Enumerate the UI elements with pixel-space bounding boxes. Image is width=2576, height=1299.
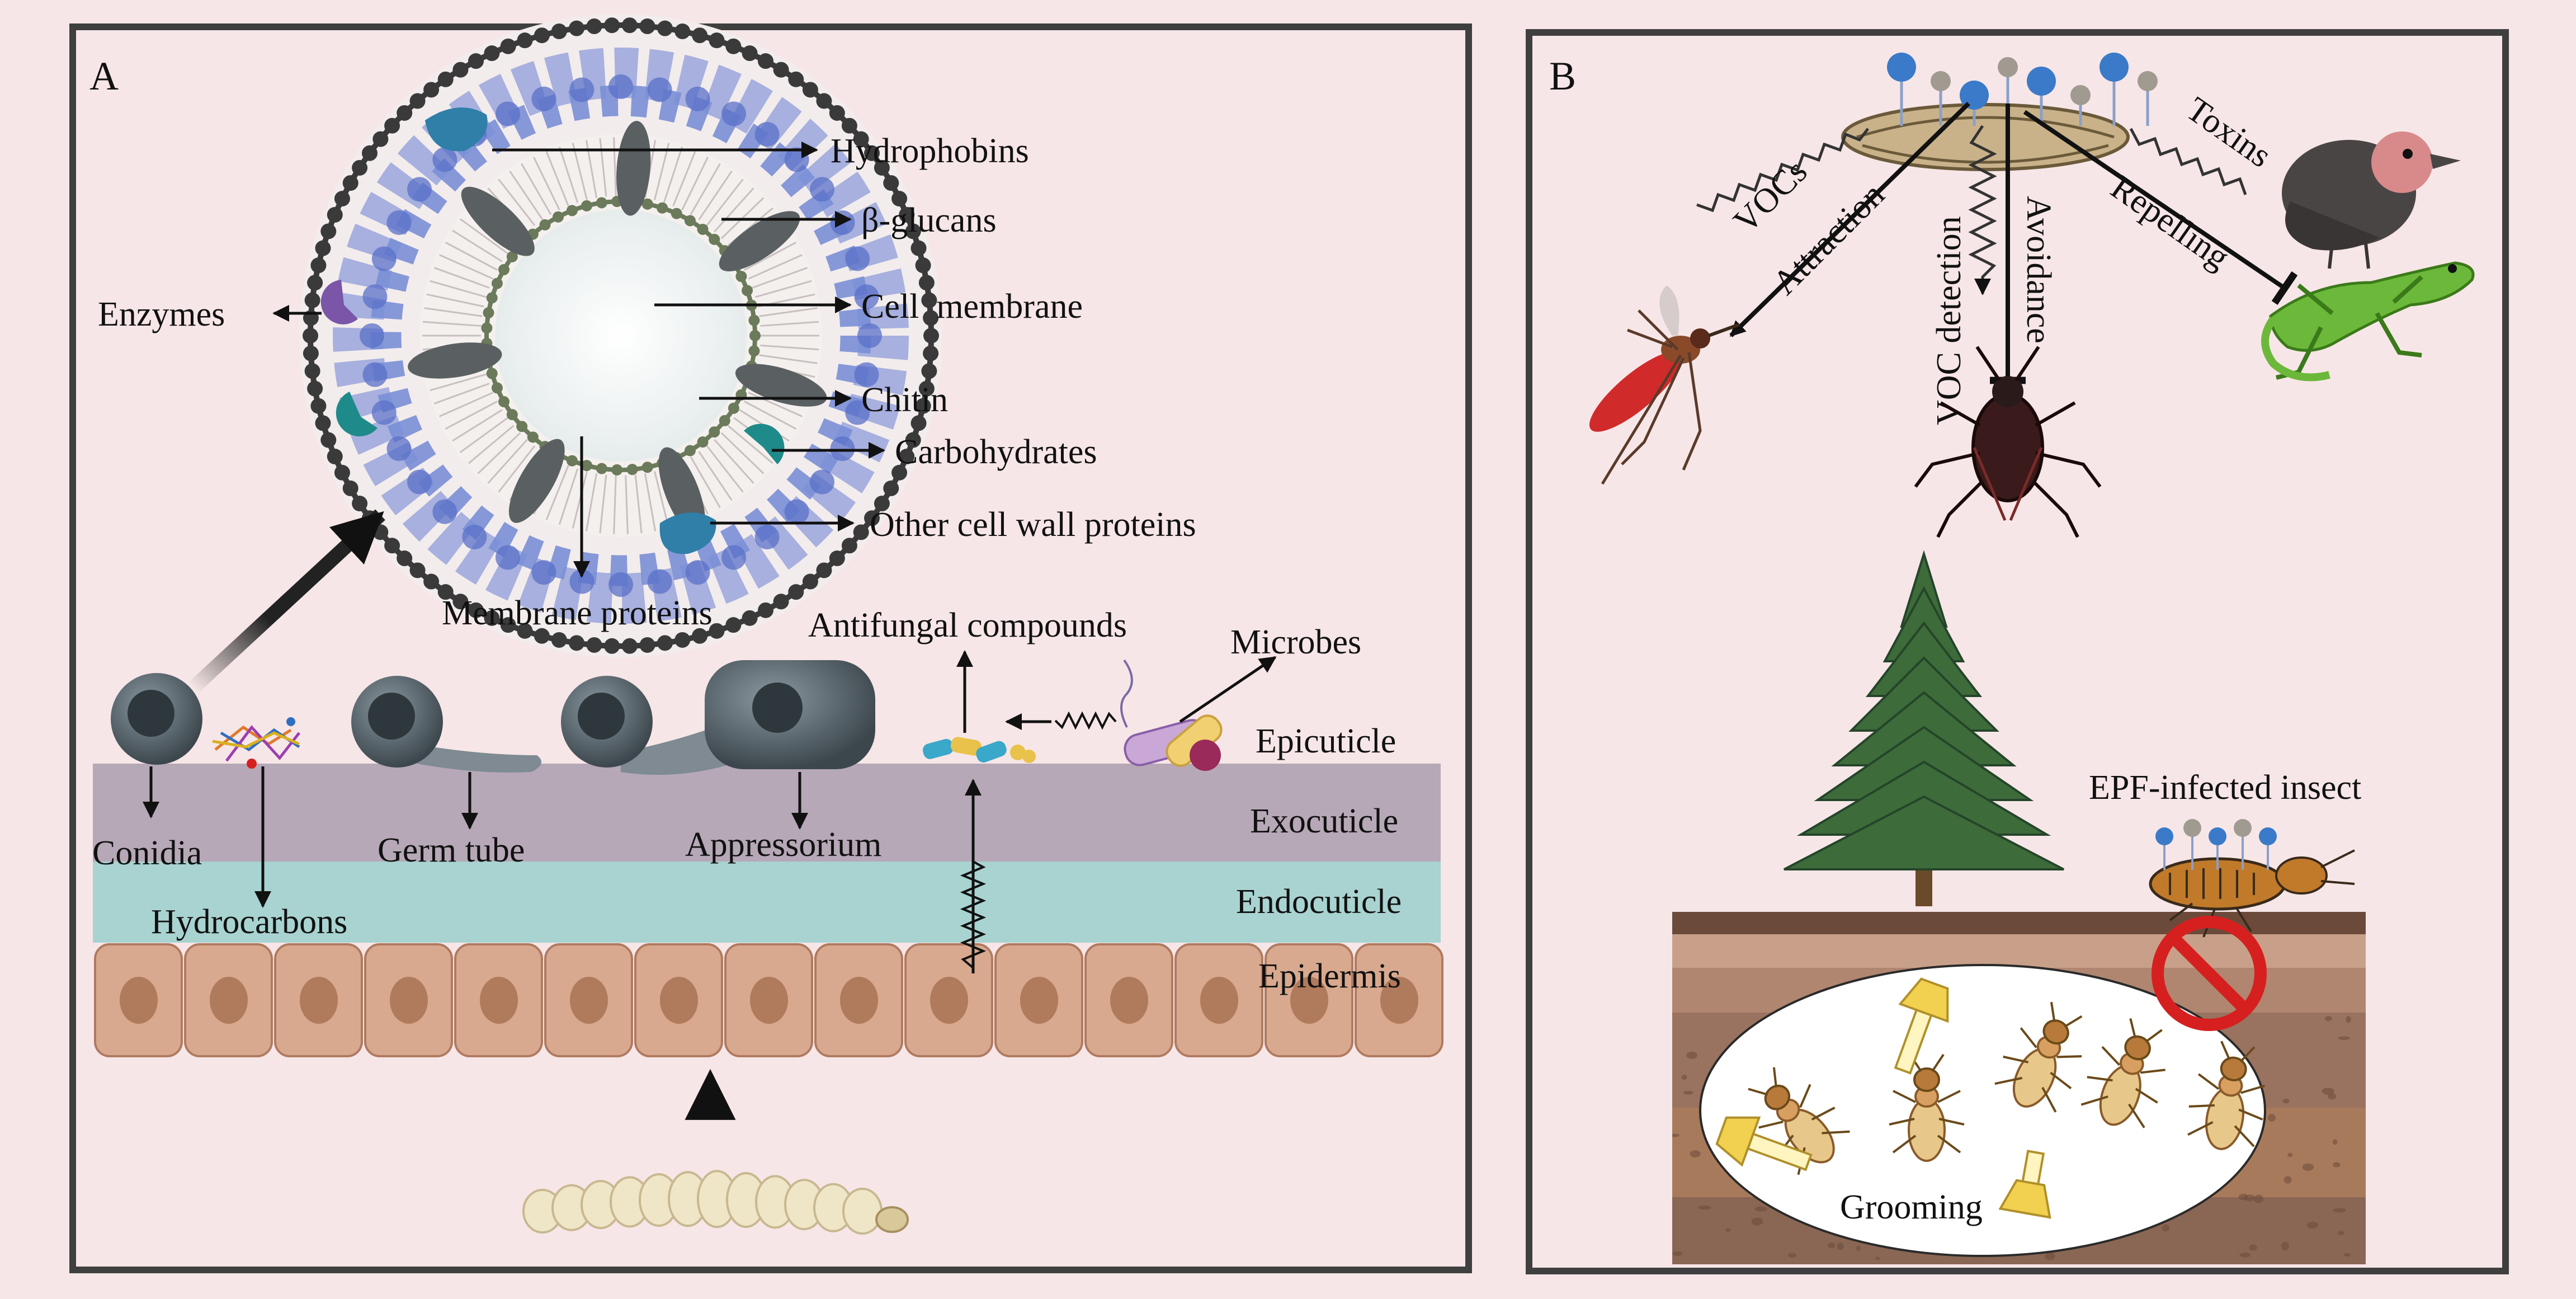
- endocuticle-layer: [93, 862, 1441, 943]
- cell-nucleus: [840, 977, 878, 1024]
- mosquito-icon: [1589, 285, 1740, 485]
- cell-wall-leaders: [272, 142, 885, 578]
- repelling-label: Repelling: [2104, 168, 2236, 277]
- carbohydrate-shape-left: [336, 392, 378, 437]
- cell-nucleus: [1110, 977, 1148, 1024]
- epicuticle-label: Epicuticle: [1256, 722, 1396, 760]
- cell-nucleus: [570, 977, 608, 1024]
- toxins-label: Toxins: [2179, 90, 2278, 175]
- cell-nucleus: [930, 977, 968, 1024]
- no-entry-icon: [2152, 916, 2267, 1031]
- hydrophobins-label: Hydrophobins: [831, 132, 1029, 170]
- membrane-proteins-label: Membrane proteins: [442, 594, 713, 632]
- epidermis-label: Epidermis: [1258, 957, 1401, 995]
- hydrophobin-shape: [425, 107, 488, 152]
- exocuticle-layer: [93, 764, 1441, 862]
- termite-icon: [1994, 1001, 2083, 1113]
- enzymes-label: Enzymes: [98, 295, 225, 333]
- appressorium-icon: [561, 660, 875, 775]
- cell-nucleus: [1200, 977, 1238, 1024]
- germ-tube-icon: [351, 676, 541, 773]
- panel-a: A: [69, 14, 1472, 1273]
- conidium-icon: [111, 673, 202, 765]
- panel-a-label: A: [89, 54, 119, 98]
- cuticle-layers: [93, 764, 1443, 1057]
- grooming-label: Grooming: [1840, 1188, 1983, 1226]
- hydrocarbons-label: Hydrocarbons: [151, 903, 347, 941]
- cell-nucleus: [210, 977, 248, 1024]
- bird-icon: [2282, 131, 2461, 269]
- cell-wall-diagram: [299, 14, 942, 657]
- grooming-brush-icons: [1715, 977, 2051, 1219]
- cell-nucleus: [750, 977, 788, 1024]
- microbes-label: Microbes: [1230, 623, 1361, 661]
- other-protein-shape: [659, 512, 716, 554]
- appressorium-label: Appressorium: [685, 826, 881, 864]
- cell-nucleus: [1380, 977, 1418, 1024]
- epidermis-cells: [94, 943, 1443, 1057]
- termite-icon: [2187, 1041, 2265, 1150]
- infected-cadaver-icon: [1841, 53, 2158, 171]
- carbohydrate-shape-right: [744, 423, 785, 464]
- epf-insect-label: EPF-infected insect: [2089, 769, 2361, 807]
- carbohydrates-label: Carbohydrates: [895, 433, 1097, 471]
- termite-icon: [1889, 1053, 1965, 1162]
- cell-nucleus: [390, 977, 428, 1024]
- exocuticle-label: Exocuticle: [1250, 802, 1398, 840]
- chitin-label: Chitin: [861, 381, 948, 419]
- bug-icon: [1914, 346, 2102, 538]
- panel-a-border: [69, 23, 1472, 1273]
- conidia-label: Conidia: [92, 834, 202, 872]
- antifungal-label: Antifungal compounds: [808, 606, 1127, 644]
- panel-b-border: [1526, 29, 2509, 1274]
- grooming-chamber: [1699, 964, 2266, 1257]
- termite-group: [1748, 1001, 2265, 1175]
- panel-b-signal-waves: [1696, 125, 2247, 295]
- panel-b: B VOCs Attraction VOC detection Avoidanc…: [1526, 29, 2509, 1274]
- panel-b-interaction-lines: [1729, 102, 2298, 384]
- cell-nucleus: [120, 977, 158, 1024]
- germ-tube-label: Germ tube: [378, 831, 525, 869]
- membrane-protein-blobs: [408, 121, 827, 537]
- antifungal-compound-icon: [922, 737, 1036, 763]
- avoidance-label: Avoidance: [2020, 196, 2058, 343]
- outer-lipid-beads: [303, 17, 939, 654]
- voc-detection-label: VOC detection: [1930, 216, 1968, 425]
- zoom-arrow: [188, 509, 385, 694]
- cell-nucleus: [480, 977, 518, 1024]
- cell-membrane-label: Cell membrane: [861, 288, 1083, 326]
- lizard-icon: [2261, 261, 2475, 382]
- cell-nucleus: [300, 977, 338, 1024]
- termite-icon: [2080, 1018, 2165, 1128]
- other-proteins-label: Other cell wall proteins: [870, 506, 1196, 544]
- panel-b-label: B: [1549, 54, 1576, 98]
- tree-icon: [1784, 550, 2064, 906]
- bacteria-icon: [1120, 659, 1223, 771]
- glucans-label: β-glucans: [861, 201, 997, 239]
- hydrocarbon-molecule-icon: [212, 717, 300, 769]
- endocuticle-label: Endocuticle: [1236, 883, 1402, 921]
- panel-a-stage-arrows: [143, 650, 1277, 973]
- vocs-label: VOCs: [1726, 152, 1815, 241]
- cell-nucleus: [1290, 977, 1328, 1024]
- cell-nucleus: [660, 977, 698, 1024]
- termite-icon: [1748, 1067, 1850, 1175]
- larva-icon: [522, 1170, 909, 1235]
- chitin-blobs: [360, 74, 882, 597]
- cell-nucleus: [1020, 977, 1058, 1024]
- enzyme-shape: [320, 280, 358, 324]
